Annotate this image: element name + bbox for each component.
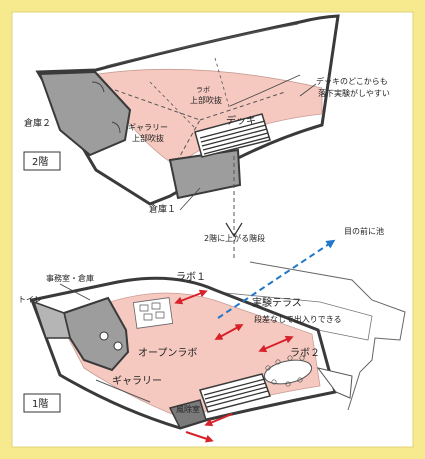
arrow-open-lab [214,324,244,340]
void-outline [114,89,286,166]
floor-label-box-1f [23,393,61,413]
door-arc [111,121,121,134]
upper-floor-plan [35,14,340,206]
upper-stair [194,113,271,158]
door-arc [91,81,105,93]
fixture [113,341,123,351]
access-arrows [174,289,294,443]
note-deck-line2: 落下実験がしやすい [318,88,390,98]
stair-up-chevron [225,222,235,237]
note-leader [299,83,317,97]
label-lab2: ラボ２ [290,347,320,359]
storage2-wall [94,71,131,111]
note-deck-line1: デッキのどこからも [316,76,388,86]
lower-stair [199,373,271,413]
label-gallery-void-1: ギャラリー [128,123,168,132]
label-pond-view: 目の前に池 [344,226,384,236]
gallery-wall [95,379,151,403]
label-storage1: 倉庫１ [149,203,176,215]
deck-leader [259,74,301,94]
fixture [99,331,109,341]
arrow-lab2 [258,335,294,353]
deck-edge [105,23,299,67]
site-outline [249,261,406,411]
arrow-entrance-in [185,431,214,443]
pond-view-arrow [217,239,336,319]
floor-label-2f: 2階 [32,156,48,168]
label-deck: デッキ [226,114,256,127]
office-storage-room [62,296,130,372]
label-lab-void-2: 上部吹抜 [190,95,222,105]
office-leader [59,283,91,301]
lower-floor-plan [29,261,406,430]
label-open-lab: オープンラボ [138,347,197,359]
label-terrace-note: 段差なしで出入りできる [254,314,342,324]
arrow-lab1 [174,289,208,305]
floor-label-1f: 1階 [32,398,48,410]
label-toilet: トイレ [18,295,42,304]
terrace-outline [214,291,373,341]
annex [316,367,353,399]
label-lab1: ラボ１ [176,271,206,283]
storage1-leader [179,187,201,211]
label-terrace: 実験テラス [252,296,302,309]
label-storage2: 倉庫２ [24,117,51,129]
label-lab-void-1: ラボ [196,86,210,94]
label-windbreak: 風除室 [176,404,200,414]
label-office-storage: 事務室・倉庫 [46,273,94,283]
toilet-block [32,300,71,339]
lab1-furniture [132,297,174,329]
deck-leader [229,92,261,107]
arrow-entrance-left [204,413,233,427]
label-stair-to-upper: 2階に上がる階段 [204,233,265,243]
void-outline-2 [149,57,231,129]
floor-label-box-2f [23,151,61,171]
lab2-furniture [263,355,313,387]
label-gallery-void-2: 上部吹抜 [132,133,164,143]
label-gallery: ギャラリー [112,375,162,387]
stair-up-chevron [233,222,243,237]
